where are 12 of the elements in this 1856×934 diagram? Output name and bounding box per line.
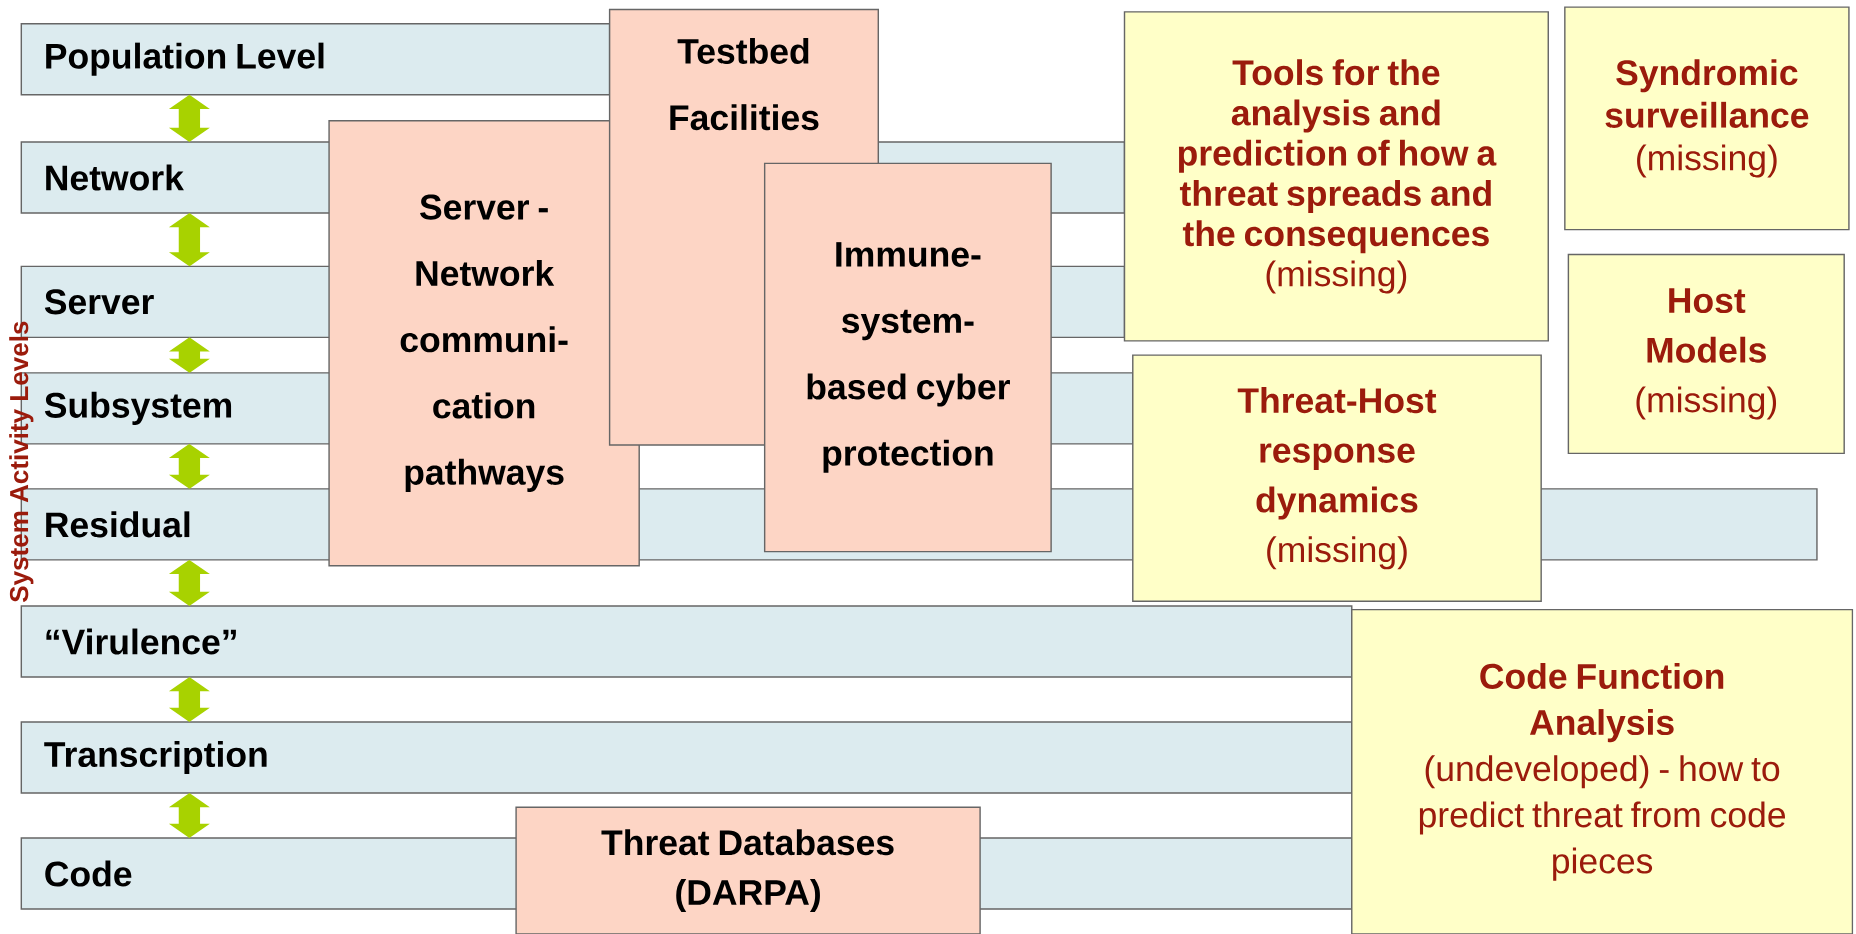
capability-box: Code Function Analysis (undeveloped) - how to predict threat from code pieces (1351, 608, 1854, 934)
level-band: Transcription (20, 721, 1353, 794)
resource-box: Threat Databases (DARPA) (515, 806, 981, 934)
level-band: “Virulence” (20, 605, 1353, 678)
capability-box: Tools for the analysis and prediction of how a threat spreads and the consequences (missing) (1123, 11, 1549, 342)
capability-box: Syndromic surveillance (missing) (1564, 6, 1850, 231)
capability-box: Host Models (missing) (1567, 253, 1845, 455)
level-band: Population Level (20, 23, 611, 96)
double-arrow (168, 337, 210, 373)
capability-box: Threat-Host response dynamics (missing) (1132, 354, 1542, 603)
resource-box: Immune- system- based cyber protection (763, 162, 1052, 553)
resource-box: Server - Network communi- cation pathways (328, 120, 640, 567)
